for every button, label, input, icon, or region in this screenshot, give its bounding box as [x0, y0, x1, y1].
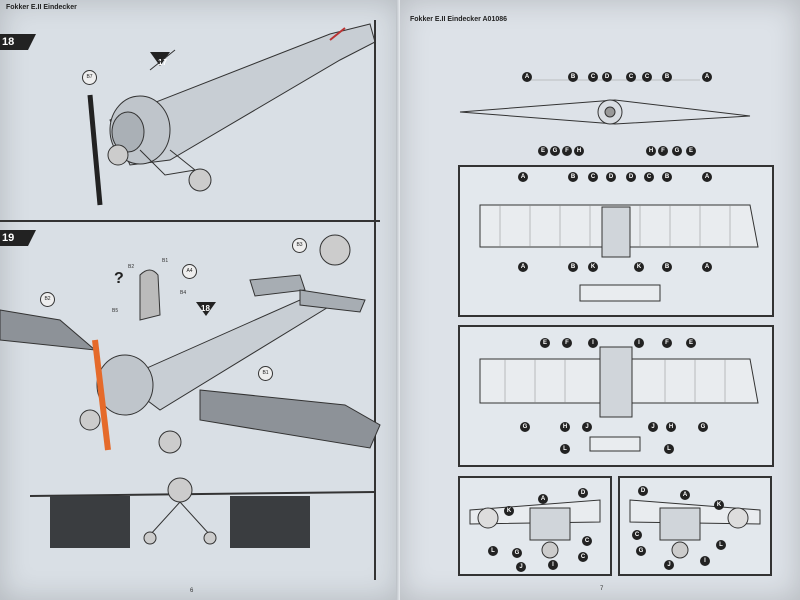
- part-callout-a: A: [518, 262, 528, 272]
- part-callout-b: B: [568, 172, 578, 182]
- upper-wing-rigging-box: [458, 165, 774, 317]
- part-ref-b1: B1: [258, 366, 273, 381]
- part-callout-k: K: [504, 506, 514, 516]
- part-callout-a: A: [702, 172, 712, 182]
- step-divider: [0, 220, 380, 222]
- step-18-fuselage-drawing: [87, 23, 376, 206]
- part-callout-a: A: [538, 494, 548, 504]
- right-page-header: Fokker E.II Eindecker A01086: [410, 16, 508, 23]
- part-callout-f: F: [662, 338, 672, 348]
- part-ref-small-4: B5: [112, 308, 119, 314]
- part-callout-a: A: [702, 72, 712, 82]
- step-17-reference-arrow: [150, 52, 170, 66]
- part-callout-h: H: [646, 146, 656, 156]
- part-callout-e: E: [538, 146, 548, 156]
- part-callout-i: I: [548, 560, 558, 570]
- upper-wing-rigging-drawing: [479, 204, 759, 302]
- lower-wing-rigging-drawing: [479, 346, 759, 452]
- part-callout-c: C: [588, 72, 598, 82]
- part-callout-h: H: [560, 422, 570, 432]
- part-callout-i: I: [588, 338, 598, 348]
- part-callout-a: A: [702, 262, 712, 272]
- part-callout-f: F: [562, 338, 572, 348]
- part-callout-g: G: [672, 146, 682, 156]
- top-view-drawing: [459, 79, 751, 125]
- part-callout-l: L: [560, 444, 570, 454]
- part-callout-g: G: [520, 422, 530, 432]
- part-callout-j: J: [582, 422, 592, 432]
- part-callout-i: I: [700, 556, 710, 566]
- part-callout-c: C: [644, 172, 654, 182]
- part-callout-c: C: [642, 72, 652, 82]
- part-callout-l: L: [664, 444, 674, 454]
- left-frame-line: [374, 20, 376, 580]
- right-page-number: 7: [600, 586, 604, 592]
- step-18-reference-number: 18: [201, 304, 210, 313]
- left-side-detail-box: [458, 476, 612, 576]
- part-callout-e: E: [686, 146, 696, 156]
- part-callout-j: J: [516, 562, 526, 572]
- part-callout-f: F: [562, 146, 572, 156]
- part-callout-d: D: [626, 172, 636, 182]
- left-page-header: Fokker E.II Eindecker: [6, 4, 77, 11]
- step-19-wing-assembly-drawing: [0, 234, 381, 548]
- part-callout-k: K: [714, 500, 724, 510]
- part-callout-c: C: [578, 552, 588, 562]
- step-18-reference-arrow: [196, 302, 216, 316]
- part-callout-e: E: [686, 338, 696, 348]
- part-callout-b: B: [568, 72, 578, 82]
- part-callout-d: D: [602, 72, 612, 82]
- part-ref-b3: B3: [292, 238, 307, 253]
- part-callout-k: K: [588, 262, 598, 272]
- part-callout-d: D: [638, 486, 648, 496]
- right-side-detail-drawing: [629, 499, 761, 559]
- part-callout-b: B: [662, 172, 672, 182]
- part-callout-f: F: [658, 146, 668, 156]
- part-callout-c: C: [588, 172, 598, 182]
- part-callout-g: G: [636, 546, 646, 556]
- part-callout-a: A: [680, 490, 690, 500]
- part-callout-k: K: [634, 262, 644, 272]
- part-callout-h: H: [666, 422, 676, 432]
- part-callout-d: D: [606, 172, 616, 182]
- part-callout-e: E: [540, 338, 550, 348]
- part-callout-j: J: [664, 560, 674, 570]
- part-callout-l: L: [716, 540, 726, 550]
- part-callout-i: I: [634, 338, 644, 348]
- part-ref-a4: A4: [182, 264, 197, 279]
- part-callout-g: G: [512, 548, 522, 558]
- part-callout-l: L: [488, 546, 498, 556]
- part-callout-j: J: [648, 422, 658, 432]
- left-page-number: 6: [190, 588, 194, 594]
- part-ref-small-3: B4: [180, 290, 187, 296]
- part-callout-a: A: [522, 72, 532, 82]
- lower-wing-rigging-box: [458, 325, 774, 467]
- part-callout-b: B: [662, 72, 672, 82]
- part-callout-h: H: [574, 146, 584, 156]
- part-callout-a: A: [518, 172, 528, 182]
- part-ref-small-2: B2: [128, 264, 135, 270]
- part-ref-small-1: B1: [162, 258, 169, 264]
- part-callout-c: C: [632, 530, 642, 540]
- step-17-reference-number: 17: [158, 58, 167, 67]
- part-callout-b: B: [662, 262, 672, 272]
- part-callout-c: C: [582, 536, 592, 546]
- part-ref-b2: B2: [40, 292, 55, 307]
- part-callout-c: C: [626, 72, 636, 82]
- part-callout-b: B: [568, 262, 578, 272]
- step-19-tag: 19: [0, 230, 36, 246]
- left-instruction-page: Fokker E.II Eindecker 18 17 B7 19 18 ? B…: [0, 0, 400, 600]
- left-side-detail-drawing: [469, 499, 601, 559]
- step-18-tag: 18: [0, 34, 36, 50]
- part-ref-b7: B7: [82, 70, 97, 85]
- help-question-icon: ?: [114, 270, 124, 287]
- part-callout-d: D: [578, 488, 588, 498]
- part-callout-g: G: [698, 422, 708, 432]
- part-callout-g: G: [550, 146, 560, 156]
- right-instruction-page: Fokker E.II Eindecker A01086: [400, 0, 800, 600]
